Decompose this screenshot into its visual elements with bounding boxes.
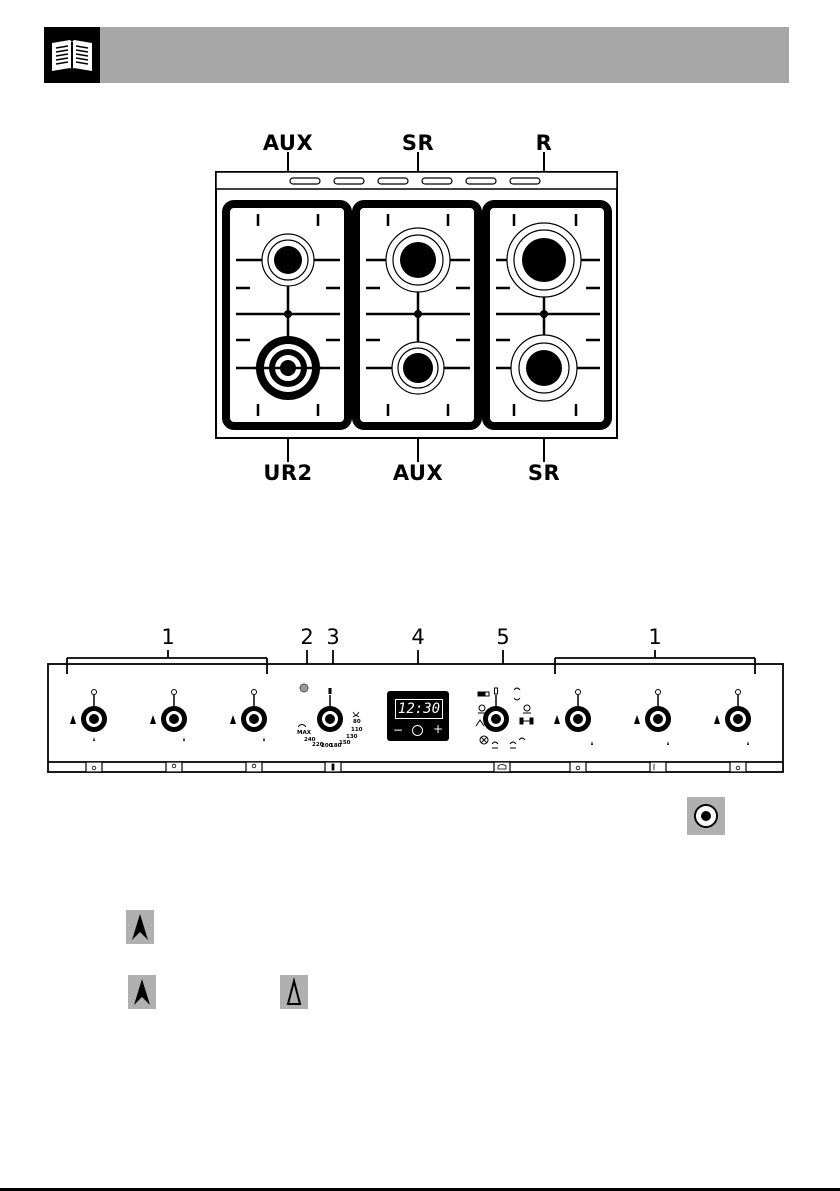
burner-knob-symbol-icon — [687, 797, 725, 835]
large-flame-icon — [128, 975, 156, 1009]
thermostat-mark: 130 — [346, 734, 358, 740]
callout-2: 2 — [300, 627, 313, 648]
hob-diagram — [210, 150, 630, 462]
label-bottom-right-burner: SR — [528, 463, 560, 484]
clock-button-icon[interactable] — [412, 725, 423, 736]
callout-1-right: 1 — [648, 627, 661, 648]
label-bottom-left-burner: UR2 — [263, 463, 312, 484]
callout-5: 5 — [496, 627, 509, 648]
callout-1-left: 1 — [161, 627, 174, 648]
callout-4: 4 — [411, 627, 424, 648]
programmer-display: 12:30 − + — [387, 691, 449, 741]
thermostat-mark: 150 — [339, 740, 351, 746]
large-flame-icon — [126, 910, 154, 944]
label-bottom-center-burner: AUX — [393, 463, 443, 484]
thermostat-scale: MAX 240 220 200 180 150 130 110 80 — [290, 700, 370, 750]
thermostat-mark: 110 — [351, 727, 363, 733]
plus-button[interactable]: + — [433, 723, 443, 735]
callout-3: 3 — [326, 627, 339, 648]
thermostat-mark: 80 — [353, 719, 361, 725]
thermostat-mark: MAX — [297, 730, 312, 736]
open-book-icon — [44, 27, 100, 83]
section-header — [44, 27, 789, 83]
display-time: 12:30 — [395, 699, 443, 719]
small-flame-icon — [280, 975, 308, 1009]
minus-button[interactable]: − — [393, 724, 403, 736]
